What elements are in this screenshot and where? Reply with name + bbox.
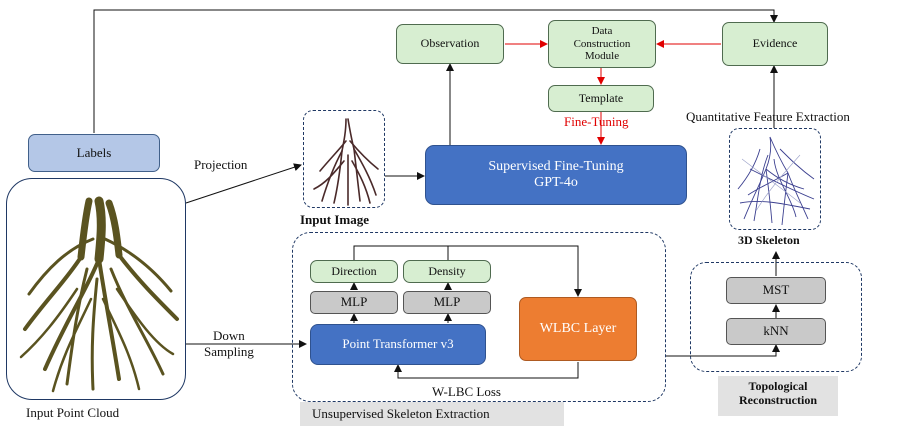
sft-line-1: Supervised Fine-Tuning (488, 158, 624, 174)
template-text: Template (578, 90, 624, 105)
topological-label-bg (718, 376, 838, 416)
template-box: Template (548, 85, 654, 112)
point-transformer-text: Point Transformer v3 (342, 336, 454, 352)
mst-text: MST (762, 282, 790, 298)
knn-text: kNN (763, 323, 789, 339)
labels-to-evidence-arrow (93, 9, 778, 133)
observation-box: Observation (396, 24, 504, 64)
sft-text: Supervised Fine-Tuning GPT-4o (488, 159, 623, 191)
unsupervised-label-bg (300, 402, 564, 426)
input-image-frame (303, 110, 385, 208)
input-point-cloud-caption: Input Point Cloud (26, 405, 120, 420)
mlp-right-text: MLP (433, 294, 461, 310)
knn-box: kNN (726, 318, 826, 345)
sft-line-2: GPT-4o (534, 175, 578, 190)
dcm-line-2: Construction (573, 37, 631, 50)
wlbc-layer-box: WLBC Layer (519, 297, 637, 361)
topological-label: Topological Reconstruction (722, 379, 834, 408)
fine-tuning-label: Fine-Tuning (564, 114, 629, 129)
wlbc-layer-text: WLBC Layer (539, 320, 617, 336)
observation-text: Observation (420, 36, 480, 51)
labels-box: Labels (28, 134, 160, 172)
point-transformer-box: Point Transformer v3 (310, 324, 486, 365)
mst-box: MST (726, 277, 826, 304)
skeleton-image (737, 136, 815, 226)
density-text: Density (428, 263, 466, 278)
direction-text: Direction (331, 263, 377, 278)
unsupervised-label: Unsupervised Skeleton Extraction (312, 406, 490, 421)
dcm-line-3: Module (584, 50, 620, 63)
direction-box: Direction (310, 260, 398, 283)
mlp-left-box: MLP (310, 291, 398, 314)
skeleton-frame (729, 128, 821, 230)
topological-feed-arrow (690, 344, 780, 357)
topological-line-2: Reconstruction (739, 393, 817, 408)
input-image-caption: Input Image (300, 212, 369, 227)
mlp-right-box: MLP (403, 291, 491, 314)
mlp-left-text: MLP (340, 294, 368, 310)
wlbc-loss-arrow (394, 362, 579, 379)
evidence-box: Evidence (722, 22, 828, 66)
labels-text: Labels (76, 144, 112, 160)
down-sampling-label: Down Sampling (204, 328, 254, 359)
wlbc-loss-label: W-LBC Loss (432, 384, 501, 399)
direction-to-wlbc-arrow (353, 245, 582, 297)
down-sampling-line-2: Sampling (204, 343, 254, 359)
root-image (313, 118, 379, 206)
projection-arrow (185, 163, 302, 204)
unsupervised-group (292, 232, 666, 402)
evidence-text: Evidence (752, 36, 798, 51)
dcm-line-1: Data (591, 25, 613, 38)
sft-box: Supervised Fine-Tuning GPT-4o (425, 145, 687, 205)
data-construction-text: Data Construction Module (574, 25, 631, 63)
quantitative-label: Quantitative Feature Extraction (686, 109, 850, 124)
projection-label: Projection (194, 157, 248, 172)
topological-line-1: Topological (748, 379, 808, 393)
root-point-cloud-image (19, 196, 179, 393)
topological-group (690, 262, 862, 372)
skeleton-caption: 3D Skeleton (738, 233, 800, 247)
point-cloud-frame (6, 178, 186, 400)
density-box: Density (403, 260, 491, 283)
down-sampling-line-1: Down (213, 328, 245, 343)
data-construction-box: Data Construction Module (548, 20, 656, 68)
